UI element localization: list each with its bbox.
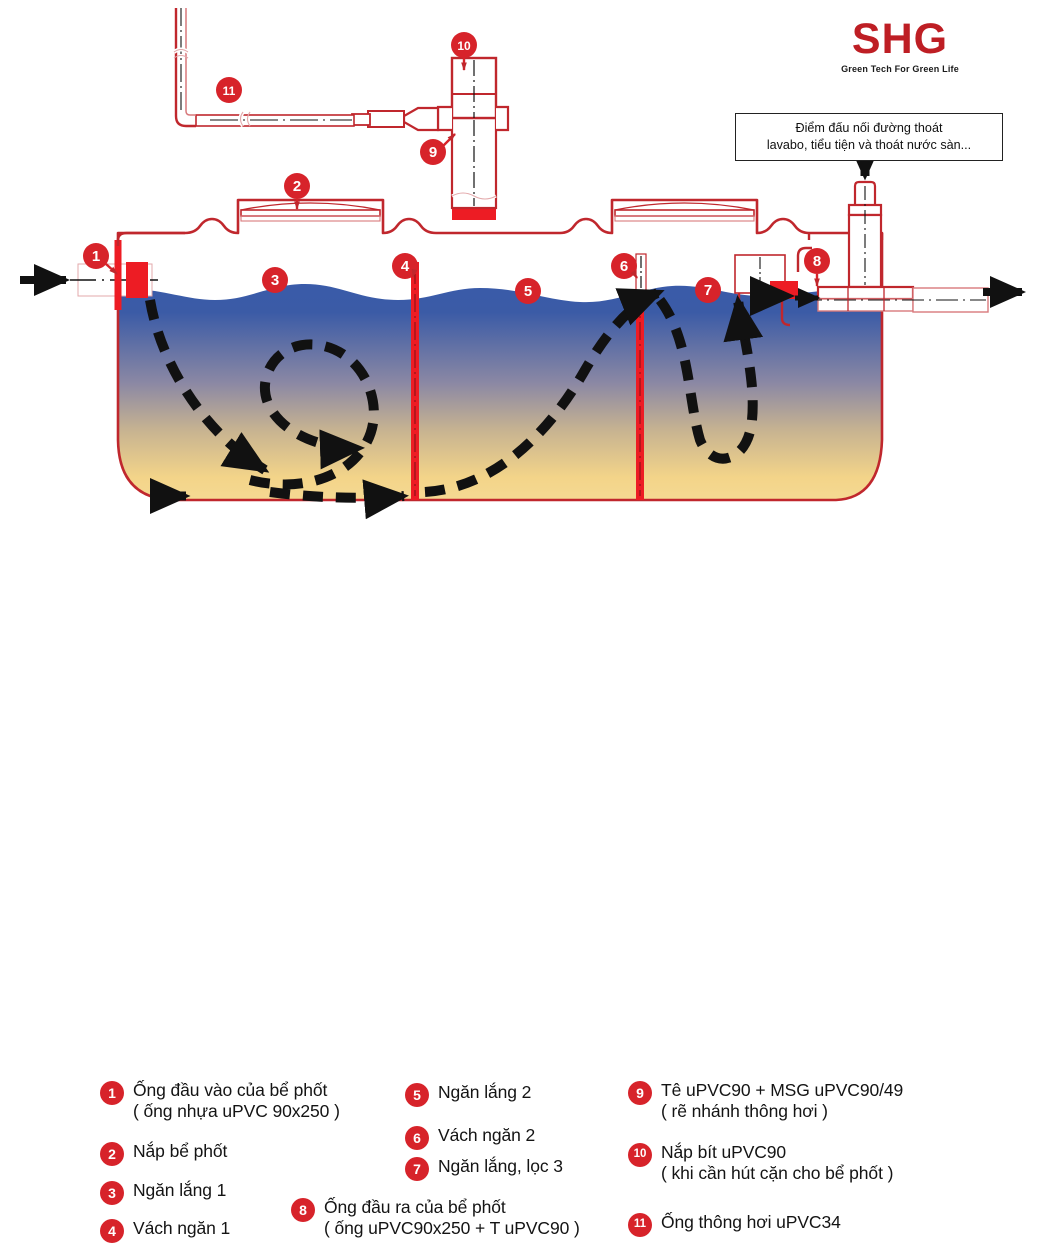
connection-note-text: Điểm đấu nối đường thoát lavabo, tiểu ti… (766, 121, 972, 152)
svg-text:10: 10 (457, 39, 471, 53)
legend-badge-3: 3 (100, 1181, 124, 1205)
legend-badge-1: 1 (100, 1081, 124, 1105)
septic-tank-diagram: 1 2 3 4 5 (20, 8, 1026, 520)
brand-logo: SHG Green Tech For Green Life (810, 18, 990, 74)
legend-item-6[interactable]: 6 Vách ngăn 2 (405, 1125, 635, 1150)
legend-item-5[interactable]: 5 Ngăn lắng 2 (405, 1082, 635, 1107)
inlet-pipe-assembly (70, 231, 185, 310)
legend-item-2[interactable]: 2 Nắp bể phốt (100, 1141, 400, 1166)
legend-label-7: Ngăn lắng, lọc 3 (438, 1156, 563, 1176)
svg-text:2: 2 (293, 178, 301, 195)
svg-text:4: 4 (401, 258, 410, 275)
svg-text:11: 11 (223, 84, 236, 98)
vent-riser-assembly (450, 56, 498, 220)
marker-6[interactable]: 6 (611, 253, 638, 279)
legend-label-1: Ống đầu vào của bể phốt ( ống nhựa uPVC … (133, 1080, 340, 1122)
legend-label-11: Ống thông hơi uPVC34 (661, 1212, 841, 1232)
marker-9[interactable]: 9 (420, 133, 456, 165)
marker-3[interactable]: 3 (262, 267, 288, 293)
brand-tagline: Green Tech For Green Life (841, 64, 959, 74)
legend-item-1[interactable]: 1 Ống đầu vào của bể phốt ( ống nhựa uPV… (100, 1080, 400, 1123)
flow-arrows (145, 276, 795, 520)
legend-label-9: Tê uPVC90 + MSG uPVC90/49 ( rẽ nhánh thô… (661, 1080, 904, 1122)
legend-item-11[interactable]: 11 Ống thông hơi uPVC34 (628, 1212, 998, 1237)
svg-text:9: 9 (429, 144, 437, 161)
svg-text:6: 6 (620, 258, 628, 275)
outlet-tee-fitting (800, 180, 989, 313)
legend-item-7[interactable]: 7 Ngăn lắng, lọc 3 (405, 1156, 635, 1181)
legend-badge-6: 6 (405, 1126, 429, 1150)
legend: 1 Ống đầu vào của bể phốt ( ống nhựa uPV… (0, 534, 1039, 1243)
legend-badge-9: 9 (628, 1081, 652, 1105)
tank-lid-right (614, 202, 755, 222)
legend-label-8: Ống đầu ra của bể phốt ( ống uPVC90x250 … (324, 1197, 580, 1239)
brand-name: SHG (851, 15, 949, 63)
tank-contents (118, 284, 882, 500)
legend-badge-8: 8 (291, 1198, 315, 1222)
vent-tee-fitting (195, 105, 510, 132)
diagram-page: 1 2 3 4 5 (0, 8, 1039, 1243)
tank-top-profile (116, 198, 884, 240)
marker-4[interactable]: 4 (392, 253, 418, 279)
svg-text:5: 5 (524, 283, 532, 300)
legend-label-3: Ngăn lắng 1 (133, 1180, 227, 1200)
legend-item-9[interactable]: 9 Tê uPVC90 + MSG uPVC90/49 ( rẽ nhánh t… (628, 1080, 998, 1123)
legend-label-6: Vách ngăn 2 (438, 1125, 536, 1145)
legend-badge-11: 11 (628, 1213, 652, 1237)
diagram-markers: 1 2 3 4 5 (83, 32, 830, 304)
svg-text:7: 7 (704, 282, 712, 299)
svg-text:8: 8 (813, 253, 821, 270)
legend-label-5: Ngăn lắng 2 (438, 1082, 532, 1102)
legend-item-10[interactable]: 10 Nắp bít uPVC90 ( khi cần hút cặn cho … (628, 1142, 998, 1185)
svg-text:3: 3 (271, 272, 279, 289)
legend-label-2: Nắp bể phốt (133, 1141, 228, 1161)
divider-wall-1 (411, 262, 419, 500)
marker-7[interactable]: 7 (695, 277, 721, 303)
marker-10[interactable]: 10 (451, 32, 477, 71)
legend-badge-5: 5 (405, 1083, 429, 1107)
marker-2[interactable]: 2 (284, 173, 310, 210)
legend-badge-2: 2 (100, 1142, 124, 1166)
connection-note-box: Điểm đấu nối đường thoát lavabo, tiểu ti… (735, 113, 1003, 161)
legend-badge-7: 7 (405, 1157, 429, 1181)
marker-1[interactable]: 1 (83, 243, 118, 275)
legend-label-10: Nắp bít uPVC90 ( khi cần hút cặn cho bể … (661, 1142, 894, 1184)
marker-8[interactable]: 8 (804, 248, 830, 287)
marker-5[interactable]: 5 (515, 278, 541, 304)
svg-text:1: 1 (92, 248, 100, 265)
legend-badge-4: 4 (100, 1219, 124, 1243)
vent-pipe-upright (172, 8, 196, 128)
legend-badge-10: 10 (628, 1143, 652, 1167)
legend-label-4: Vách ngăn 1 (133, 1218, 231, 1238)
marker-11[interactable]: 11 (216, 77, 242, 103)
tank-lid-left (240, 202, 381, 222)
legend-item-8[interactable]: 8 Ống đầu ra của bể phốt ( ống uPVC90x25… (291, 1197, 631, 1240)
